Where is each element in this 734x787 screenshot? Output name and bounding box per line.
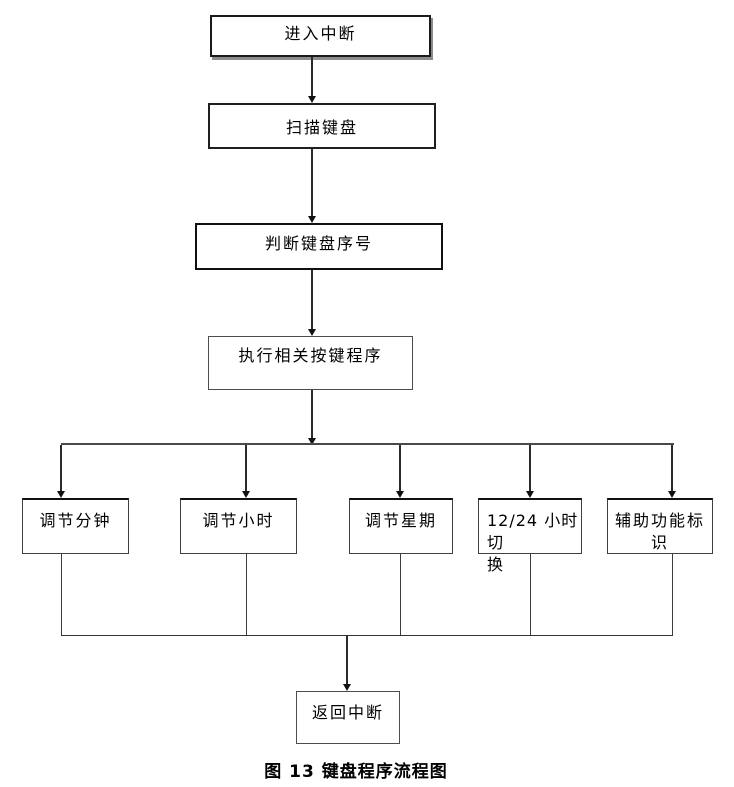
arrowhead-icon bbox=[57, 491, 65, 498]
node-aux-function-mark: 辅助功能标 识 bbox=[607, 498, 713, 554]
arrowhead-icon bbox=[308, 438, 316, 445]
node-run-key-routine-label: 执行相关按键程序 bbox=[238, 346, 383, 365]
connector-branch-to-mode bbox=[529, 445, 531, 492]
node-adjust-minute-label: 调节分钟 bbox=[39, 511, 112, 530]
node-aux-function-mark-line1: 辅助功能标 bbox=[614, 511, 705, 530]
connector-hour-to-merge bbox=[246, 554, 247, 635]
node-hour-mode-switch-line1: 12/24 小时切 bbox=[487, 511, 579, 552]
connector-branch-to-minute bbox=[60, 445, 62, 492]
connector-minute-to-merge bbox=[61, 554, 62, 635]
merge-collection-line bbox=[61, 635, 673, 636]
arrowhead-icon bbox=[343, 684, 351, 691]
node-adjust-hour: 调节小时 bbox=[180, 498, 297, 554]
node-aux-function-mark-line2: 识 bbox=[650, 533, 669, 552]
connector-exec-to-branch bbox=[311, 390, 313, 439]
node-hour-mode-switch-line2: 换 bbox=[487, 555, 505, 574]
node-return-interrupt: 返回中断 bbox=[296, 691, 400, 744]
connector-merge-to-return bbox=[346, 635, 348, 685]
node-aux-function-mark-label: 辅助功能标 识 bbox=[615, 510, 705, 554]
connector-aux-to-merge bbox=[672, 554, 673, 635]
arrowhead-icon bbox=[668, 491, 676, 498]
node-scan-keyboard: 扫描键盘 bbox=[208, 103, 436, 149]
connector-branch-to-week bbox=[399, 445, 401, 492]
node-adjust-hour-label: 调节小时 bbox=[202, 511, 275, 530]
connector-branch-to-hour bbox=[245, 445, 247, 492]
node-scan-keyboard-label: 扫描键盘 bbox=[285, 118, 358, 137]
node-enter-interrupt: 进入中断 bbox=[210, 15, 431, 57]
connector-branch-to-aux bbox=[671, 445, 673, 492]
arrowhead-icon bbox=[396, 491, 404, 498]
node-hour-mode-switch: 12/24 小时切 换 bbox=[478, 498, 582, 574]
node-adjust-week-label: 调节星期 bbox=[364, 511, 437, 530]
branch-distribution-line bbox=[61, 443, 674, 445]
node-adjust-week: 调节星期 bbox=[349, 498, 453, 554]
arrowhead-icon bbox=[242, 491, 250, 498]
node-hour-mode-switch-label: 12/24 小时切 换 bbox=[487, 510, 581, 576]
node-return-interrupt-label: 返回中断 bbox=[311, 703, 384, 722]
arrowhead-icon bbox=[308, 96, 316, 103]
connector-week-to-merge bbox=[400, 554, 401, 635]
connector-scan-to-judge bbox=[311, 149, 313, 217]
arrowhead-icon bbox=[308, 329, 316, 336]
node-enter-interrupt-label: 进入中断 bbox=[284, 24, 357, 43]
figure-caption: 图 13 键盘程序流程图 bbox=[264, 762, 448, 782]
connector-judge-to-exec bbox=[311, 270, 313, 330]
arrowhead-icon bbox=[308, 216, 316, 223]
arrowhead-icon bbox=[526, 491, 534, 498]
node-judge-keyboard-number: 判断键盘序号 bbox=[195, 223, 443, 270]
node-judge-keyboard-number-label: 判断键盘序号 bbox=[264, 234, 373, 253]
connector-enter-to-scan bbox=[311, 57, 313, 97]
node-adjust-minute: 调节分钟 bbox=[22, 498, 129, 554]
connector-mode-to-merge bbox=[530, 554, 531, 635]
node-run-key-routine: 执行相关按键程序 bbox=[208, 336, 413, 390]
